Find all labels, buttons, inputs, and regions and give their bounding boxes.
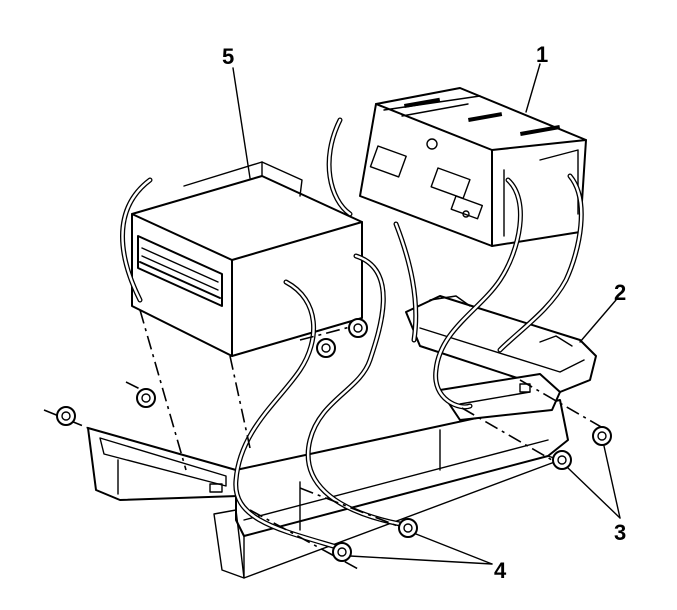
nut-center-upper	[348, 318, 368, 338]
nut-bottom-left	[332, 542, 352, 562]
nut-right-lower	[552, 450, 572, 470]
callout-2: 2	[614, 280, 626, 305]
nut-right-upper	[592, 426, 612, 446]
alignment-lines	[43, 309, 611, 571]
cables	[120, 117, 584, 551]
callout-3: 3	[614, 520, 626, 545]
nut-bottom-right	[398, 518, 418, 538]
callout-4: 4	[494, 558, 507, 583]
cd-changer-unit	[131, 161, 363, 357]
radio-receiver-unit	[359, 87, 587, 247]
nut-left-inner	[136, 388, 156, 408]
leader-lines	[232, 63, 621, 565]
mounting-bracket	[87, 295, 597, 579]
callout-1: 1	[536, 42, 548, 67]
callout-5: 5	[222, 44, 234, 69]
nut-center-mid	[316, 338, 336, 358]
nut-left-outer	[56, 406, 76, 426]
nuts	[56, 318, 612, 562]
